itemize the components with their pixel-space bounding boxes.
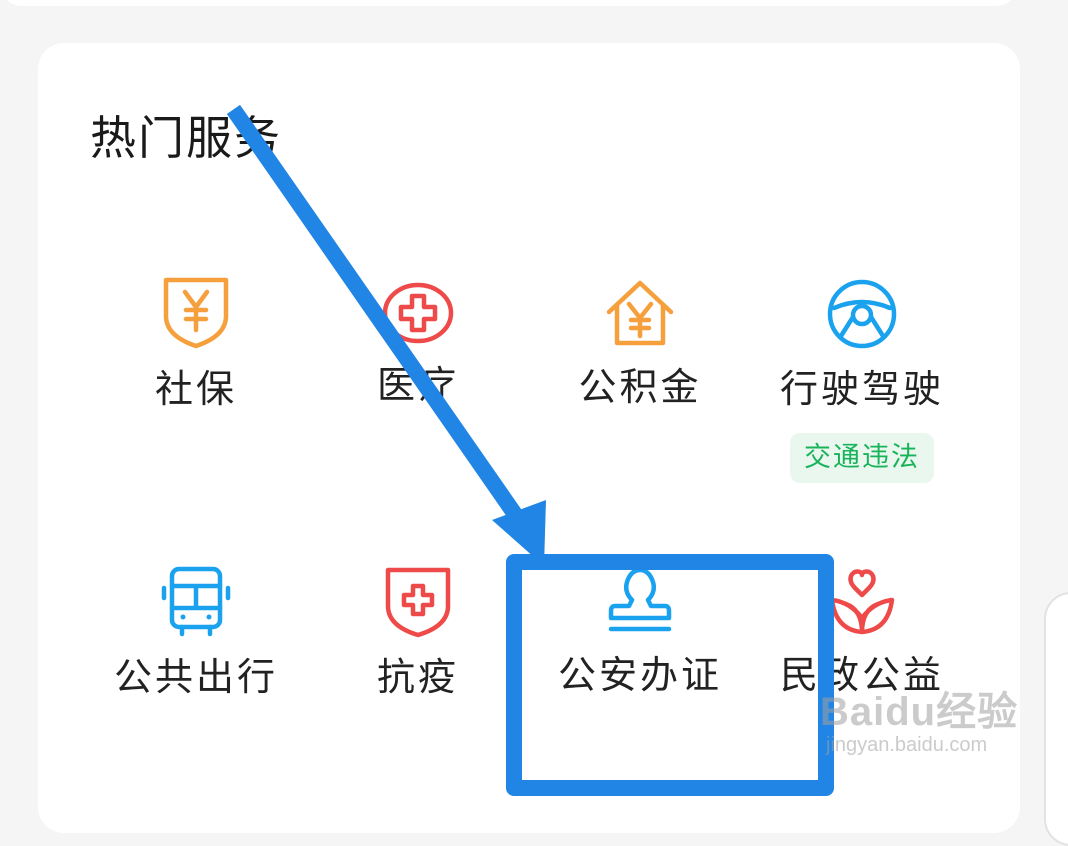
service-vehicle-driving[interactable]: 行驶驾驶 — [752, 278, 972, 412]
housing-fund-icon — [606, 280, 674, 346]
service-label: 民政公益 — [779, 653, 944, 697]
service-label: 社保 — [154, 367, 237, 411]
service-housing-fund[interactable]: 公积金 — [530, 278, 750, 410]
epidemic-shield-icon — [385, 567, 451, 638]
bus-icon — [161, 566, 231, 637]
service-police-certificate[interactable]: 公安办证 — [530, 566, 750, 698]
steering-wheel-icon — [827, 279, 897, 349]
traffic-violation-tag[interactable]: 交通违法 — [790, 433, 934, 483]
medical-cross-icon — [382, 282, 454, 344]
service-social-security[interactable]: 社保 — [86, 276, 306, 412]
social-security-shield-icon — [163, 277, 229, 349]
pointer-arrow-annotation — [226, 104, 546, 566]
top-card — [0, 0, 1018, 6]
baidu-jingyan-watermark: Baidu经验 jingyan.baidu.com — [820, 690, 1019, 756]
stamp-icon — [608, 567, 672, 632]
service-label: 公积金 — [578, 365, 702, 409]
service-label: 行驶驾驶 — [779, 367, 944, 411]
service-label: 公共出行 — [113, 655, 278, 699]
service-public-transit[interactable]: 公共出行 — [86, 566, 306, 700]
service-epidemic[interactable]: 抗疫 — [308, 566, 528, 700]
heart-lotus-icon — [829, 569, 895, 635]
service-label: 抗疫 — [376, 655, 459, 699]
service-civil-affairs[interactable]: 民政公益 — [752, 566, 972, 698]
service-label: 公安办证 — [557, 653, 722, 697]
